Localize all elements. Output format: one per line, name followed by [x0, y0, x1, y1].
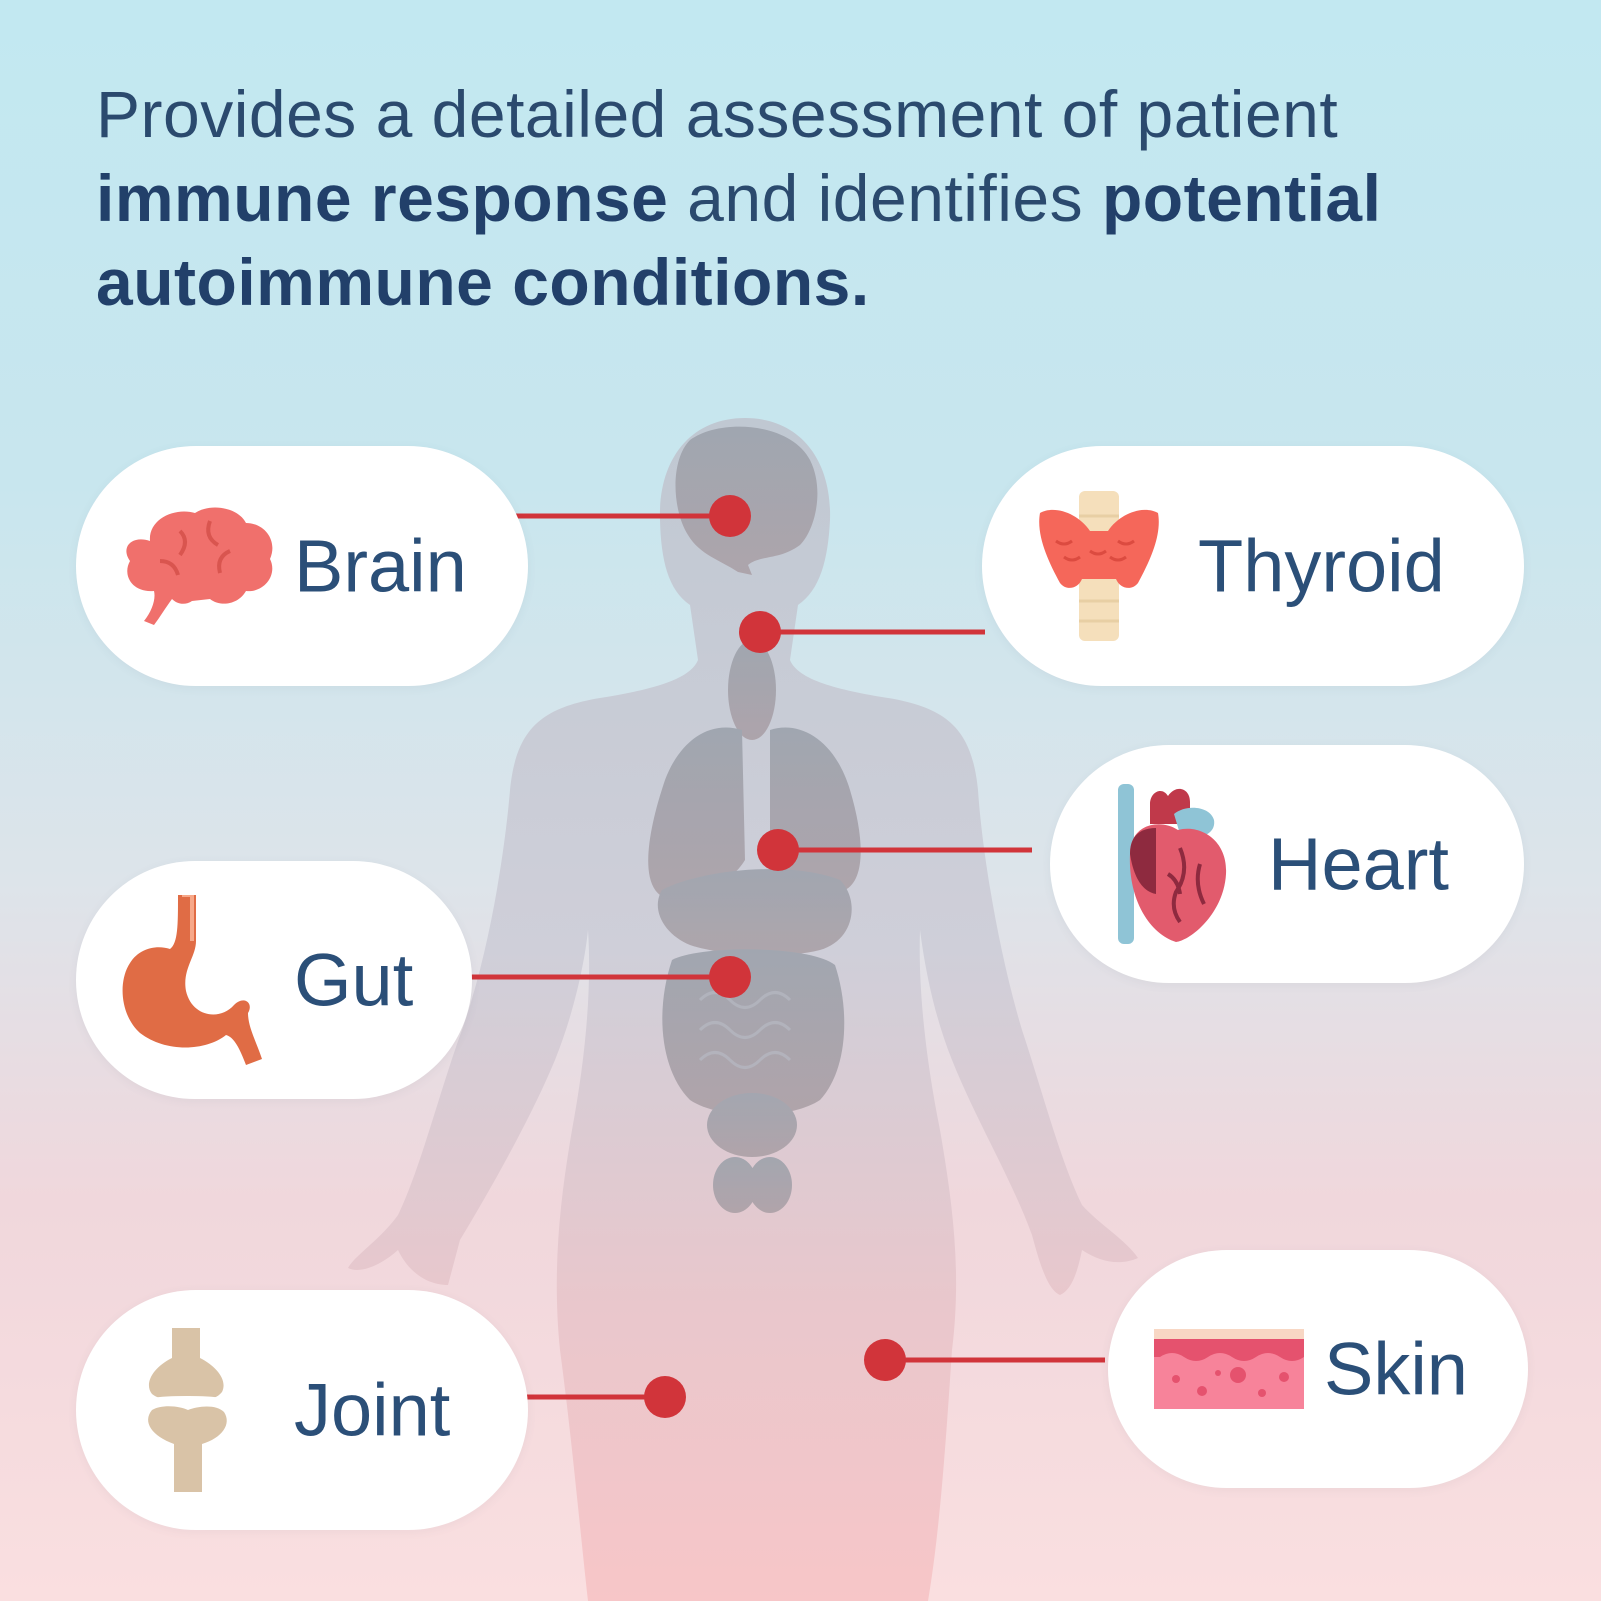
lung-left-shape — [648, 727, 745, 898]
thyroid-label: Thyroid — [1198, 524, 1445, 608]
connectors — [465, 513, 1105, 1400]
dot-gut — [709, 956, 751, 998]
brain-icon — [126, 507, 273, 625]
liver-shape — [657, 869, 852, 956]
dot-joint — [644, 1376, 686, 1418]
headline-bold-immune-response: immune response — [96, 161, 669, 235]
heart-label: Heart — [1268, 822, 1449, 906]
intestine-details — [698, 991, 792, 1069]
dot-heart — [757, 829, 799, 871]
pelvic-organ-left — [713, 1157, 757, 1213]
gut-label: Gut — [294, 938, 414, 1022]
dot-skin — [864, 1339, 906, 1381]
intestine-shape — [662, 949, 845, 1115]
headline: Provides a detailed assessment of patien… — [96, 72, 1516, 324]
thyroid-pill: Thyroid — [982, 446, 1524, 686]
pelvic-organ-right — [748, 1157, 792, 1213]
skin-label: Skin — [1324, 1327, 1468, 1411]
brain-shape — [675, 426, 818, 575]
headline-text-1: Provides a detailed assessment of patien… — [96, 77, 1339, 151]
gut-pill: Gut — [76, 861, 472, 1099]
bladder-shape — [707, 1093, 797, 1157]
skin-icon — [1154, 1329, 1304, 1409]
skin-pill: Skin — [1108, 1250, 1528, 1488]
dot-thyroid — [739, 611, 781, 653]
joint-icon — [147, 1328, 227, 1492]
connector-dots — [644, 495, 906, 1418]
thyroid-icon — [1039, 491, 1159, 641]
dot-brain — [709, 495, 751, 537]
heart-pill: Heart — [1050, 745, 1524, 983]
trachea-shape — [728, 640, 776, 740]
headline-bold-autoimmune: potential autoimmune conditions. — [96, 161, 1382, 319]
heart-organ-icon — [1118, 784, 1227, 944]
brain-label: Brain — [294, 524, 467, 608]
joint-pill: Joint — [76, 1290, 528, 1530]
stomach-icon — [122, 895, 262, 1065]
headline-text-2: and identifies — [668, 161, 1102, 235]
joint-label: Joint — [294, 1368, 451, 1452]
brain-pill: Brain — [76, 446, 528, 686]
